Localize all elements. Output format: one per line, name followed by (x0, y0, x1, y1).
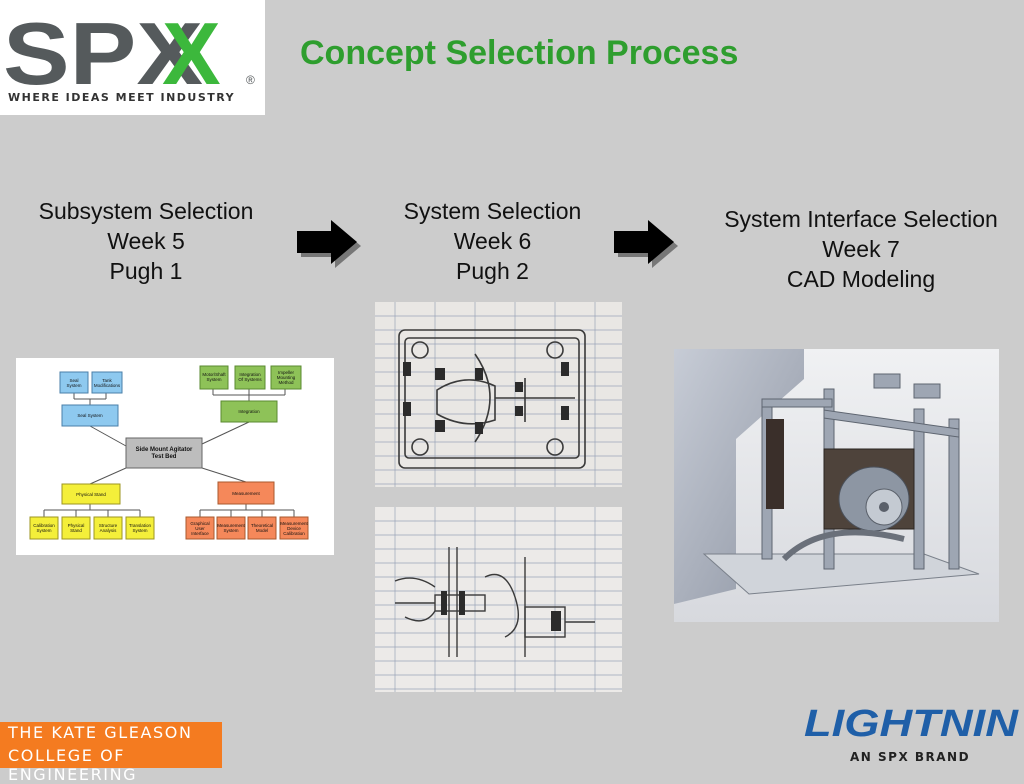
diagram-node-label: Measurement (232, 491, 260, 496)
node-theoretical-model (247, 516, 277, 540)
node-seal-branch (61, 404, 119, 427)
step-week: Week 6 (453, 228, 532, 254)
cad-model-render (674, 349, 999, 622)
node-tank-modifications (91, 371, 123, 394)
spx-x-green: X (162, 4, 221, 92)
sketch-side-svg (375, 507, 622, 692)
node-measurement-system (216, 516, 246, 540)
step-title: Subsystem Selection (38, 198, 254, 224)
rit-logo-line2: COLLEGE OF ENGINEERING (8, 746, 138, 784)
node-translation-system (125, 516, 155, 540)
slide-title: Concept Selection Process (300, 34, 739, 72)
diagram-node-label: Physical Stand (76, 492, 106, 497)
step-system-selection: System Selection Week 6 Pugh 2 (380, 196, 605, 286)
node-impeller-mounting (270, 365, 302, 390)
rit-kgcoe-logo: THE KATE GLEASON COLLEGE OF ENGINEERING (0, 722, 222, 784)
spx-tagline: WHERE IDEAS MEET INDUSTRY (8, 91, 236, 104)
node-measurement-device-calibration (279, 516, 309, 540)
step-subsystem-selection: Subsystem Selection Week 5 Pugh 1 (26, 196, 266, 286)
node-stand-branch (61, 483, 121, 505)
sketch-top-svg (375, 302, 622, 487)
node-integration-branch (220, 400, 278, 423)
right-arrow-icon (297, 220, 361, 268)
node-gui (185, 516, 215, 540)
step-title: System Interface Selection (724, 206, 998, 232)
lightnin-wordmark: LIGHTNIN (804, 703, 1020, 745)
spx-registered-mark: ® (246, 73, 255, 87)
cad-model-svg (674, 349, 999, 622)
rit-logo-line1: THE KATE GLEASON (8, 723, 193, 742)
node-root (125, 437, 203, 469)
hand-sketch-top-view (375, 302, 622, 487)
right-arrow-icon (614, 220, 678, 268)
step-method: CAD Modeling (786, 266, 936, 292)
lightnin-subtitle: AN SPX BRAND (850, 750, 971, 764)
hand-sketch-side-view (375, 507, 622, 692)
node-seal-system (59, 371, 89, 394)
lightnin-logo: LIGHTNIN AN SPX BRAND (800, 698, 1024, 768)
spx-logo: SPX X ® WHERE IDEAS MEET INDUSTRY (0, 0, 265, 115)
step-week: Week 5 (107, 228, 185, 254)
node-physical-stand (61, 516, 91, 540)
spx-wordmark: SPX X ® (3, 4, 255, 103)
node-structure-analysis (93, 516, 123, 540)
step-week: Week 7 (822, 236, 900, 262)
spx-wordmark-text: SPX (3, 4, 203, 92)
step-method: Pugh 1 (109, 258, 183, 284)
step-title: System Selection (403, 198, 582, 224)
step-method: Pugh 2 (456, 258, 529, 284)
node-calibration-system (29, 516, 59, 540)
node-motor-shaft (199, 365, 229, 390)
node-integration-of-systems (234, 365, 266, 390)
diagram-node-label: Integration (238, 409, 260, 414)
diagram-node-label: Seal System (77, 413, 103, 418)
lightnin-wordmark-text: LIGHTNIN (804, 703, 1020, 745)
node-measurement-branch (217, 481, 275, 505)
step-system-interface-selection: System Interface Selection Week 7 CAD Mo… (700, 204, 1022, 294)
